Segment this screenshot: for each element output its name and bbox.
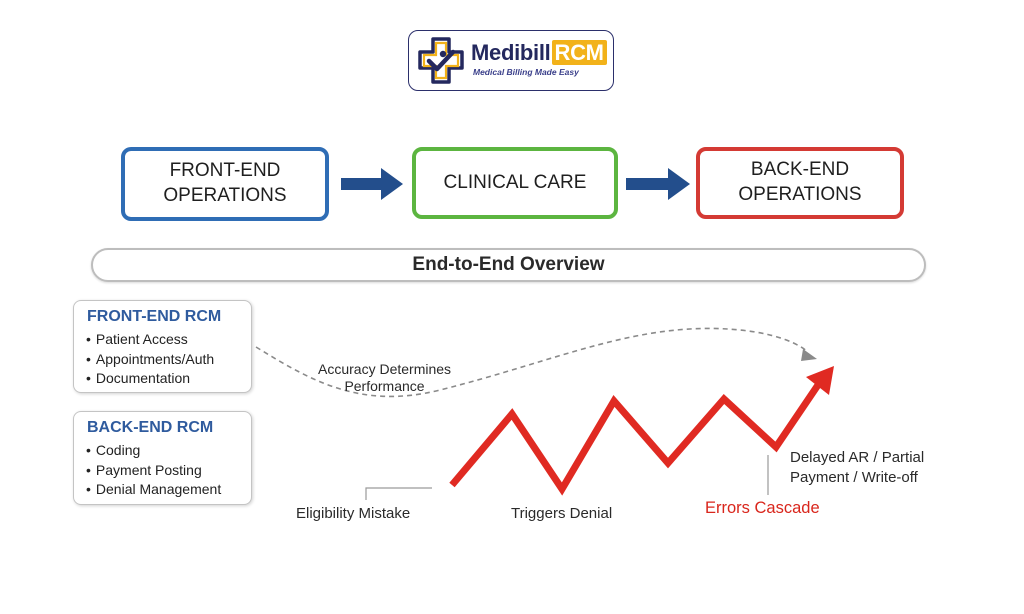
delayed-ar-label: Delayed AR / Partial Payment / Write-off (790, 449, 925, 486)
medical-cross-check-icon (418, 37, 464, 84)
stage-arrow-right-icon (341, 168, 403, 200)
back-end-rcm-list: Coding Payment Posting Denial Management (86, 441, 221, 500)
list-item: Coding (86, 441, 221, 461)
logo-brand-suffix: RCM (551, 40, 607, 65)
front-end-rcm-box: FRONT-END RCM Patient Access Appointment… (73, 300, 252, 393)
back-end-rcm-box: BACK-END RCM Coding Payment Posting Deni… (73, 411, 252, 505)
list-item: Patient Access (86, 330, 214, 350)
errors-cascade-label: Errors Cascade (705, 499, 820, 517)
logo-brand-name: Medibill (471, 40, 551, 65)
stage-back-end-operations: BACK-END OPERATIONS (696, 147, 904, 219)
stage-front-end-operations: FRONT-END OPERATIONS (121, 147, 329, 221)
front-end-rcm-list: Patient Access Appointments/Auth Documen… (86, 330, 214, 389)
zigzag-arrowhead-icon (806, 366, 834, 395)
list-item: Documentation (86, 369, 214, 389)
overview-bar: End-to-End Overview (91, 248, 926, 282)
dashed-arrowhead-icon (801, 349, 817, 361)
front-end-rcm-title: FRONT-END RCM (87, 308, 222, 325)
accuracy-dashed-curve (255, 327, 809, 398)
accuracy-label: Accuracy Determines Performance (318, 361, 452, 394)
list-item: Appointments/Auth (86, 350, 214, 370)
list-item: Payment Posting (86, 461, 221, 481)
logo-tagline: Medical Billing Made Easy (473, 67, 579, 77)
triggers-denial-label: Triggers Denial (511, 505, 613, 522)
overview-title: End-to-End Overview (412, 254, 605, 275)
stage-clinical-care: CLINICAL CARE (412, 147, 618, 219)
eligibility-mistake-label: Eligibility Mistake (296, 505, 411, 522)
back-end-rcm-title: BACK-END RCM (87, 419, 214, 436)
list-item: Denial Management (86, 480, 221, 500)
eligibility-connector-line (365, 487, 432, 500)
stage-arrow-right-icon (626, 168, 690, 200)
errors-zigzag-line (449, 380, 823, 496)
